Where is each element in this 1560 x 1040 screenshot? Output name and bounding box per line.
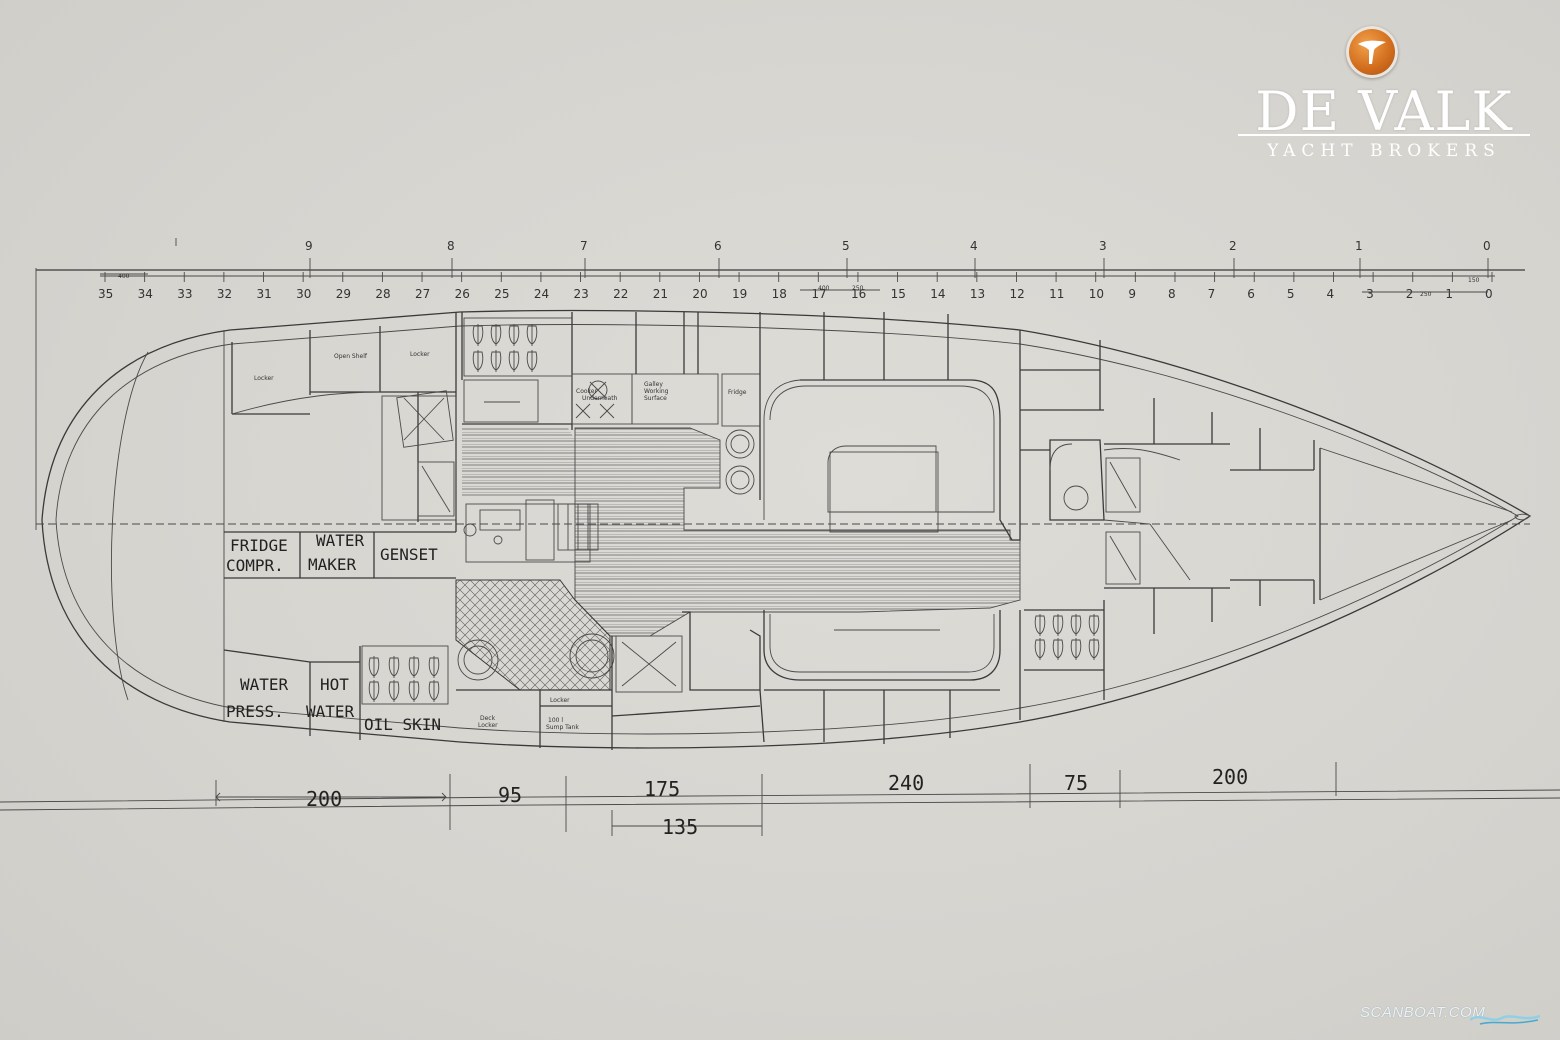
frame-label: 9 — [1128, 287, 1136, 301]
dimension-line — [0, 762, 1560, 836]
dimension-200-aft: 200 — [306, 787, 342, 811]
scale-mark: 250 — [852, 285, 864, 292]
frame-label: 18 — [772, 287, 787, 301]
scale-mark: 150 — [1468, 277, 1480, 284]
brand-tagline: YACHT BROKERS — [1267, 141, 1501, 161]
frame-label: 23 — [574, 287, 589, 301]
brand-logo: DE VALK YACHT BROKERS — [1236, 26, 1532, 166]
dimension-95: 95 — [498, 783, 522, 807]
room-label-cooker: Cooker Underneath — [576, 388, 618, 402]
room-label-locker-small: Locker — [550, 697, 570, 704]
frame-label: 3 — [1366, 287, 1374, 301]
scale-mark: 250 — [1420, 291, 1432, 298]
frame-label: 5 — [1287, 287, 1295, 301]
frame-label: 31 — [257, 287, 272, 301]
label-fridge: FRIDGE — [230, 536, 288, 555]
frame-label: 1 — [1445, 287, 1453, 301]
dimension-175: 175 — [644, 777, 680, 801]
frame-label: 29 — [336, 287, 351, 301]
station-label: 4 — [970, 239, 978, 253]
hull-outline — [36, 309, 1532, 749]
mechanical-area — [223, 531, 456, 740]
falcon-icon — [1346, 26, 1398, 78]
frame-label: 13 — [970, 287, 985, 301]
frame-label: 8 — [1168, 287, 1176, 301]
frame-label: 2 — [1406, 287, 1414, 301]
station-label: 9 — [305, 239, 313, 253]
scale-mark: 400 — [118, 273, 130, 280]
frame-label: 32 — [217, 287, 232, 301]
label-compr: COMPR. — [226, 556, 284, 575]
room-label-fridge: Fridge — [728, 389, 747, 396]
label-water: WATER — [316, 531, 365, 550]
frame-label: 27 — [415, 287, 430, 301]
station-label: 2 — [1229, 239, 1237, 253]
label-oilskin: OIL SKIN — [364, 715, 441, 734]
frame-label: 28 — [375, 287, 390, 301]
frame-label: 26 — [455, 287, 470, 301]
frame-label: 33 — [177, 287, 192, 301]
room-label-sump-tank: 100 l Sump Tank — [546, 717, 579, 731]
scanboat-watermark: SCANBOAT.COM — [1360, 1004, 1486, 1021]
frame-label: 6 — [1247, 287, 1255, 301]
saloon — [759, 312, 1021, 744]
frame-label: 15 — [891, 287, 906, 301]
room-label-locker-mid: Locker — [410, 351, 430, 358]
station-label: 6 — [714, 239, 722, 253]
frame-label: 17 — [811, 287, 826, 301]
label-hot: HOT — [320, 675, 349, 694]
brand-name: DE VALK — [1255, 80, 1513, 143]
frame-label: 20 — [692, 287, 707, 301]
station-label: 8 — [447, 239, 455, 253]
label-maker: MAKER — [308, 555, 357, 574]
frame-label: 25 — [494, 287, 509, 301]
engine-and-galley: Cooker Underneath Galley Working Surface… — [455, 312, 1021, 750]
frame-label: 14 — [930, 287, 945, 301]
frame-label: 11 — [1049, 287, 1064, 301]
dimension-200-fwd: 200 — [1212, 765, 1248, 789]
frame-label: 21 — [653, 287, 668, 301]
station-label: 0 — [1483, 239, 1491, 253]
label-hot-water: WATER — [306, 702, 355, 721]
dimension-240: 240 — [888, 771, 924, 795]
label-genset: GENSET — [380, 545, 438, 564]
frame-label: 22 — [613, 287, 628, 301]
label-water-press-2: PRESS. — [226, 702, 284, 721]
room-label-deck-locker: Deck Locker — [478, 715, 498, 729]
station-label: 5 — [842, 239, 850, 253]
frame-label: 30 — [296, 287, 311, 301]
frame-label: 24 — [534, 287, 549, 301]
station-label: 3 — [1099, 239, 1107, 253]
frame-label: 12 — [1009, 287, 1024, 301]
frame-label: 0 — [1485, 287, 1493, 301]
frame-label: 16 — [851, 287, 866, 301]
frame-label: 4 — [1326, 287, 1334, 301]
room-label-open-shelf: Open Shelf — [334, 353, 368, 360]
frame-label: 19 — [732, 287, 747, 301]
wave-icon — [1470, 1014, 1540, 1025]
brand-divider — [1238, 134, 1530, 136]
frame-label: 34 — [138, 287, 153, 301]
room-label-galley-surface: Galley Working Surface — [644, 381, 670, 402]
scale-mark: 400 — [818, 285, 830, 292]
frame-label: 7 — [1208, 287, 1216, 301]
room-label-locker-aft: Locker — [254, 375, 274, 382]
frame-label: 10 — [1089, 287, 1104, 301]
aft-cabin: Locker Open Shelf Locker — [231, 312, 457, 532]
label-water-press-1: WATER — [240, 675, 289, 694]
station-label: 7 — [580, 239, 588, 253]
frame-label: 35 — [98, 287, 113, 301]
forward-cabin — [1019, 340, 1513, 720]
station-label: 1 — [1355, 239, 1363, 253]
dimension-75: 75 — [1064, 771, 1088, 795]
dimension-135: 135 — [662, 815, 698, 839]
